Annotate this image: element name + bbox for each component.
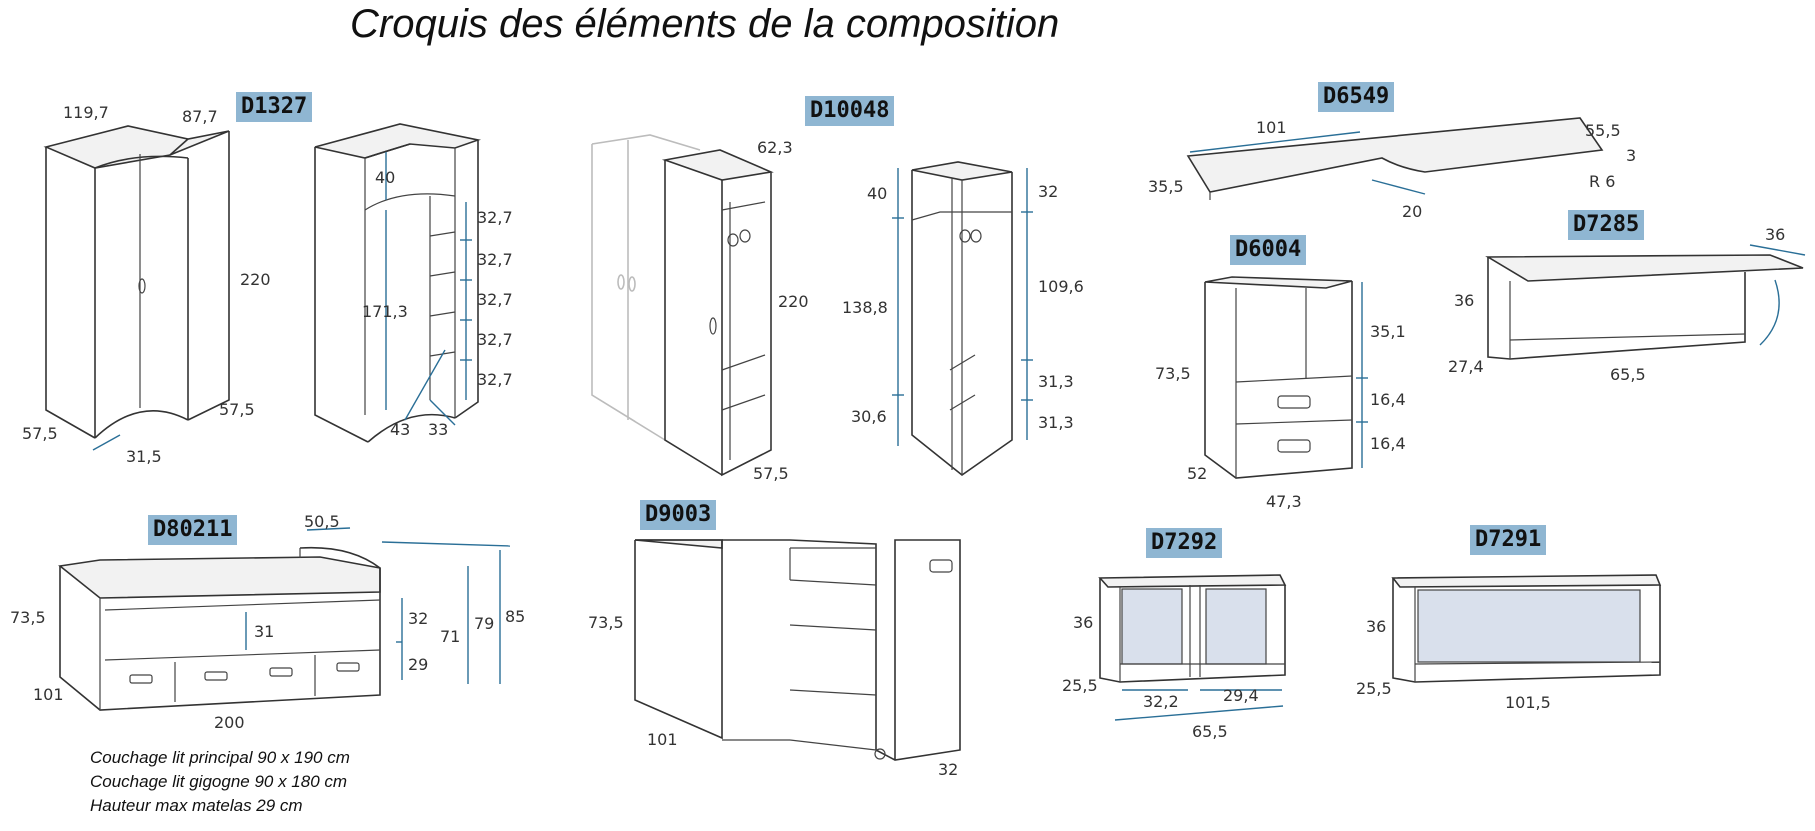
note-main-bed: Couchage lit principal 90 x 190 cm xyxy=(90,748,350,767)
d1327-closed-drawing xyxy=(43,125,230,451)
d7291-width: 101,5 xyxy=(1505,693,1551,712)
note-trundle-bed: Couchage lit gigogne 90 x 180 cm xyxy=(90,772,348,791)
page-title: Croquis des éléments de la composition xyxy=(350,2,1060,46)
d80211-stack-2: 29 xyxy=(408,655,429,674)
code-label-d7291: D7291 xyxy=(1470,525,1547,555)
code-label-d1327: D1327 xyxy=(236,92,313,122)
d6549-length: 101 xyxy=(1256,118,1287,137)
d1327-shelf-1: 32,7 xyxy=(477,208,513,227)
code-label-d6549: D6549 xyxy=(1318,82,1395,112)
d1327-inner-height: 171,3 xyxy=(362,302,408,321)
d6549-right: 55,5 xyxy=(1585,121,1621,140)
d80211-drawing xyxy=(58,527,511,711)
d6004-drawer-1: 16,4 xyxy=(1370,390,1406,409)
d7285-height: 36 xyxy=(1454,291,1475,310)
d10048-right-4: 31,3 xyxy=(1038,413,1074,432)
d7291-drawing xyxy=(1391,574,1662,683)
d80211-h79: 79 xyxy=(474,614,495,633)
d80211-back: 50,5 xyxy=(304,512,340,531)
d10048-right-2: 109,6 xyxy=(1038,277,1084,296)
d7292-depth: 25,5 xyxy=(1062,676,1098,695)
d6004-width: 47,3 xyxy=(1266,492,1302,511)
d10048-left-2: 138,8 xyxy=(842,298,888,317)
d10048-left-1: 40 xyxy=(867,184,888,203)
d1327-shelf-4: 32,7 xyxy=(477,330,513,349)
d7292-col-1: 32,2 xyxy=(1143,692,1179,711)
d80211-h71: 71 xyxy=(440,627,461,646)
d1327-inner-b: 33 xyxy=(428,420,449,439)
d1327-shelf-5: 32,7 xyxy=(477,370,513,389)
d10048-height: 220 xyxy=(778,292,809,311)
d80211-height: 73,5 xyxy=(10,608,46,627)
d9003-width: 32 xyxy=(938,760,959,779)
d1327-shelf-2: 32,7 xyxy=(477,250,513,269)
d6549-cut: 20 xyxy=(1402,202,1423,221)
d1327-width1: 119,7 xyxy=(63,103,109,122)
d1327-height: 220 xyxy=(240,270,271,289)
d6549-drawing xyxy=(1186,117,1604,200)
d1327-width2: 87,7 xyxy=(182,107,218,126)
d1327-shelf-3: 32,7 xyxy=(477,290,513,309)
d7285-depth: 27,4 xyxy=(1448,357,1484,376)
d10048-depth-top: 62,3 xyxy=(757,138,793,157)
d7291-depth: 25,5 xyxy=(1356,679,1392,698)
d80211-width: 200 xyxy=(214,713,245,732)
d9003-drawing xyxy=(634,539,961,761)
d9003-height: 73,5 xyxy=(588,613,624,632)
d1327-depth1: 57,5 xyxy=(22,424,58,443)
d1327-depth2: 57,5 xyxy=(219,400,255,419)
d7291-height: 36 xyxy=(1366,617,1387,636)
d6004-depth: 52 xyxy=(1187,464,1208,483)
d6549-left: 35,5 xyxy=(1148,177,1184,196)
d7285-ext: 36 xyxy=(1765,225,1786,244)
d80211-inner: 31 xyxy=(254,622,275,641)
code-label-d6004: D6004 xyxy=(1230,235,1307,265)
d10048-right-1: 32 xyxy=(1038,182,1059,201)
d6004-height: 73,5 xyxy=(1155,364,1191,383)
d1327-inner-a: 43 xyxy=(390,420,411,439)
d7292-col-2: 29,4 xyxy=(1223,686,1259,705)
d6004-niche: 35,1 xyxy=(1370,322,1406,341)
d80211-h85: 85 xyxy=(505,607,526,626)
d9003-depth: 101 xyxy=(647,730,678,749)
code-label-d9003: D9003 xyxy=(640,500,717,530)
code-label-d80211: D80211 xyxy=(148,515,238,545)
d1327-opening: 31,5 xyxy=(126,447,162,466)
code-label-d7285: D7285 xyxy=(1568,210,1645,240)
d7285-width: 65,5 xyxy=(1610,365,1646,384)
d80211-stack-1: 32 xyxy=(408,609,429,628)
d7292-height: 36 xyxy=(1073,613,1094,632)
d6004-drawer-2: 16,4 xyxy=(1370,434,1406,453)
d7292-drawing xyxy=(1098,574,1287,721)
d80211-depth: 101 xyxy=(33,685,64,704)
d1327-open-drawing xyxy=(314,123,482,443)
d6549-notch: 3 xyxy=(1626,146,1637,165)
note-mattress-height: Hauteur max matelas 29 cm xyxy=(90,796,303,815)
d6004-drawing xyxy=(1204,276,1368,479)
d10048-right-3: 31,3 xyxy=(1038,372,1074,391)
d1327-top-shelf: 40 xyxy=(375,168,396,187)
d10048-depth: 57,5 xyxy=(753,464,789,483)
d6549-radius: R 6 xyxy=(1589,172,1616,191)
code-label-d7292: D7292 xyxy=(1146,528,1223,558)
d7292-width: 65,5 xyxy=(1192,722,1228,741)
d10048-front-drawing xyxy=(892,161,1033,476)
code-label-d10048: D10048 xyxy=(805,96,895,126)
d10048-left-3: 30,6 xyxy=(851,407,887,426)
d7285-drawing xyxy=(1485,244,1806,360)
d10048-perspective-drawing xyxy=(591,134,774,477)
